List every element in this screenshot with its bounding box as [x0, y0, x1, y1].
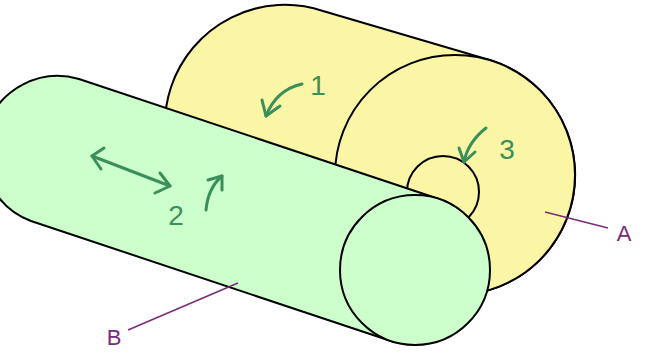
arrow-head	[155, 173, 170, 193]
arrow-head	[92, 148, 104, 169]
part-label: A	[617, 223, 632, 245]
roller-b-face	[340, 195, 490, 345]
leader-line	[128, 283, 238, 330]
callout-number: 3	[499, 136, 515, 164]
callout-number: 1	[310, 72, 326, 100]
part-label: B	[107, 327, 122, 349]
rotation-arrow	[464, 128, 486, 162]
arrow-head	[208, 176, 222, 190]
callout-number: 2	[168, 202, 184, 230]
travel-arrow	[92, 156, 170, 186]
arrow-head	[262, 100, 280, 116]
arrow-head	[459, 148, 475, 162]
leader-line	[545, 212, 608, 228]
rotation-arrow	[206, 176, 222, 210]
